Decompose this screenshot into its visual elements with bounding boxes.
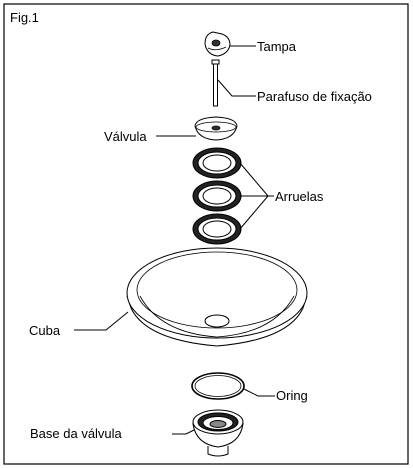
valvula-label: Válvula <box>104 129 147 144</box>
parafuso-label: Parafuso de fixação <box>257 89 372 104</box>
parafuso-leader <box>217 79 256 97</box>
base-label: Base da válvula <box>30 426 123 441</box>
cuba-label: Cuba <box>29 323 61 338</box>
arruelas-leader <box>239 162 274 230</box>
oring-leader <box>243 388 275 397</box>
oring-label: Oring <box>276 388 308 403</box>
cuba-part <box>126 247 308 347</box>
arruela-3 <box>192 213 242 245</box>
parafuso-part <box>211 59 220 107</box>
base-leader <box>172 429 195 435</box>
figure-frame <box>3 3 409 465</box>
valvula-part <box>194 116 238 141</box>
arruelas-label: Arruelas <box>275 189 324 204</box>
oring-part <box>191 372 245 400</box>
tampa-label: Tampa <box>257 39 297 54</box>
figure-label: Fig.1 <box>10 10 39 25</box>
arruela-2 <box>192 180 242 212</box>
arruela-1 <box>192 147 242 179</box>
base-part <box>192 409 244 457</box>
tampa-part <box>204 31 231 57</box>
cuba-leader <box>74 311 129 331</box>
